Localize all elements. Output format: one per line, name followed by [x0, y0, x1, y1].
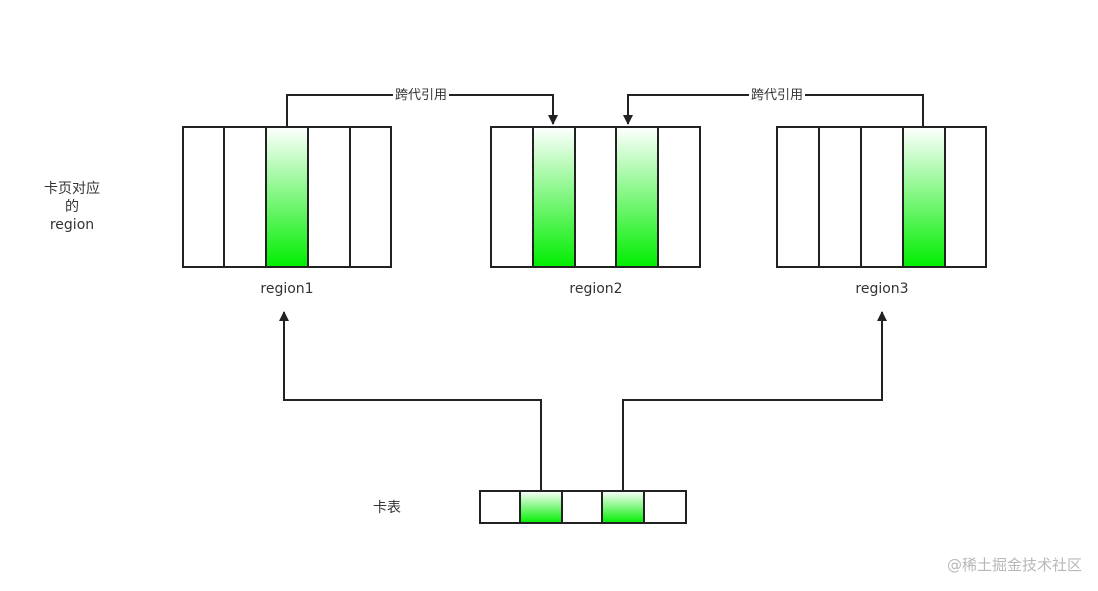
- watermark: @稀土掘金技术社区: [946, 556, 1082, 574]
- card-page-region-label: 卡页对应的 region: [40, 180, 104, 234]
- region-1-card-5: [349, 126, 392, 268]
- card-to-region3-arrow: [622, 311, 887, 491]
- cross-ref-label-2: 跨代引用: [748, 88, 806, 104]
- region-2-card-3: [574, 126, 617, 268]
- card-table-cell-3: [561, 490, 603, 524]
- side-label-line2: region: [49, 217, 95, 233]
- region-1-card-2: [223, 126, 267, 268]
- region-3-label: region3: [855, 281, 909, 297]
- card-table-label: 卡表: [373, 500, 401, 516]
- card-table-cell-4: [601, 490, 645, 524]
- region-1-card-3: [265, 126, 309, 268]
- region-3-card-3: [860, 126, 904, 268]
- card-table-block: [479, 490, 687, 524]
- region-2-label: region2: [569, 281, 623, 297]
- cross-ref-label-1: 跨代引用: [392, 88, 450, 104]
- region-1-block: [182, 126, 392, 268]
- region-3-card-4: [902, 126, 946, 268]
- region-2-block: [490, 126, 701, 268]
- side-label-line1: 卡页对应的: [44, 181, 100, 215]
- region-2-card-4: [615, 126, 659, 268]
- card-table-cell-1: [479, 490, 521, 524]
- region-2-card-5: [657, 126, 701, 268]
- region-2-card-1: [490, 126, 534, 268]
- region-3-block: [776, 126, 987, 268]
- region-3-card-5: [944, 126, 987, 268]
- region-1-card-1: [182, 126, 225, 268]
- region-3-card-2: [818, 126, 862, 268]
- region-2-card-2: [532, 126, 576, 268]
- region-1-label: region1: [260, 281, 314, 297]
- card-table-cell-2: [519, 490, 563, 524]
- card-to-region1-arrow: [279, 311, 542, 491]
- region-3-card-1: [776, 126, 820, 268]
- region-1-card-4: [307, 126, 351, 268]
- card-table-cell-5: [643, 490, 687, 524]
